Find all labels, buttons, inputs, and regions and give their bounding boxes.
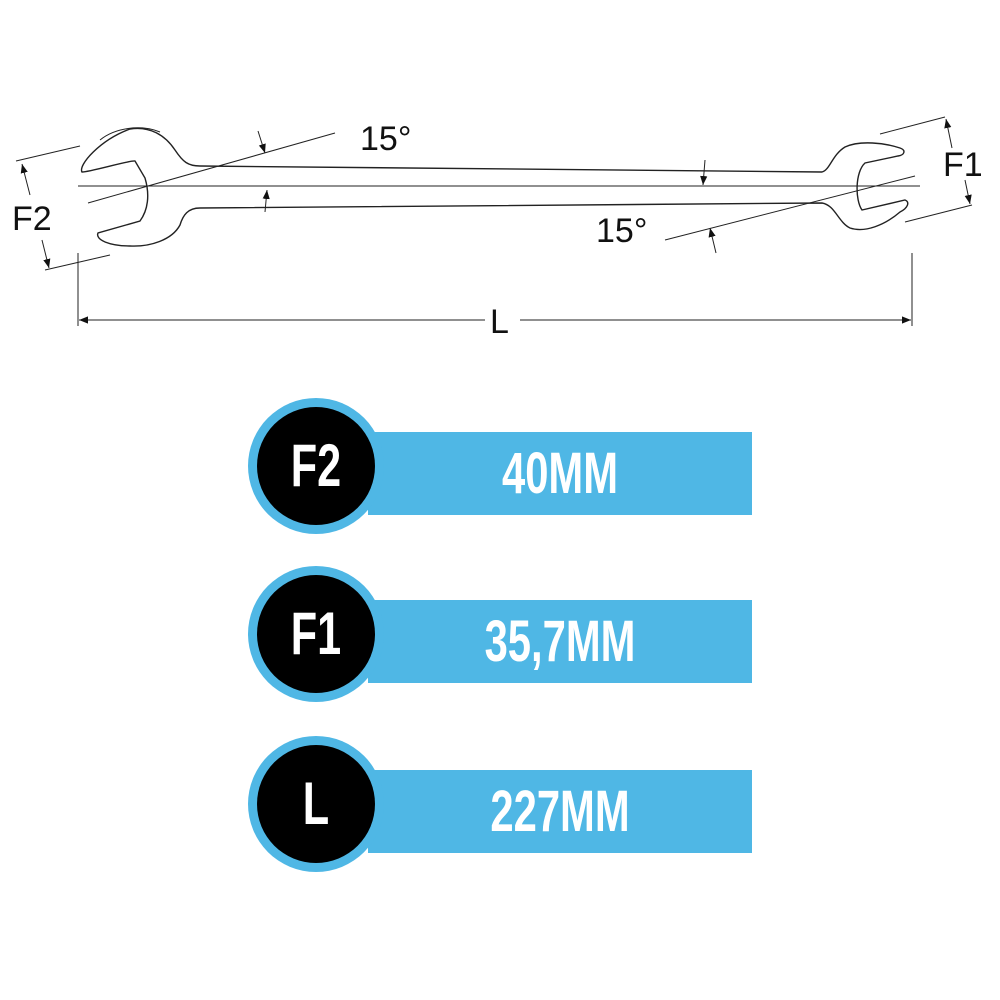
spec-bar: [368, 770, 752, 853]
f1-dimension-label: F1: [943, 146, 983, 184]
spec-key: L: [302, 770, 330, 837]
spec-bar: [368, 600, 752, 683]
length-dimension-label: L: [490, 303, 509, 341]
wrench-technical-drawing: F2 F1 15° 15° L: [12, 116, 983, 341]
spec-value: 227MM: [490, 779, 630, 844]
angle-label-top: 15°: [360, 120, 411, 158]
spec-circle: [248, 398, 384, 534]
spec-circle: [248, 566, 384, 702]
spec-badge-f1: F1 35,7MM: [248, 566, 758, 706]
spec-key: F2: [290, 432, 342, 499]
spec-key: F1: [290, 600, 342, 667]
f2-dimension-label: F2: [12, 200, 52, 238]
spec-badge-f2: F2 40MM: [248, 398, 758, 538]
dimension-lines: [15, 116, 973, 326]
wrench-outline: [80, 127, 909, 247]
spec-bar: [368, 432, 752, 515]
spec-value: 35,7MM: [484, 609, 636, 674]
angle-label-bottom: 15°: [596, 212, 647, 250]
spec-value: 40MM: [501, 441, 619, 506]
spec-badge-l: L 227MM: [248, 736, 758, 876]
spec-circle: [248, 736, 384, 872]
